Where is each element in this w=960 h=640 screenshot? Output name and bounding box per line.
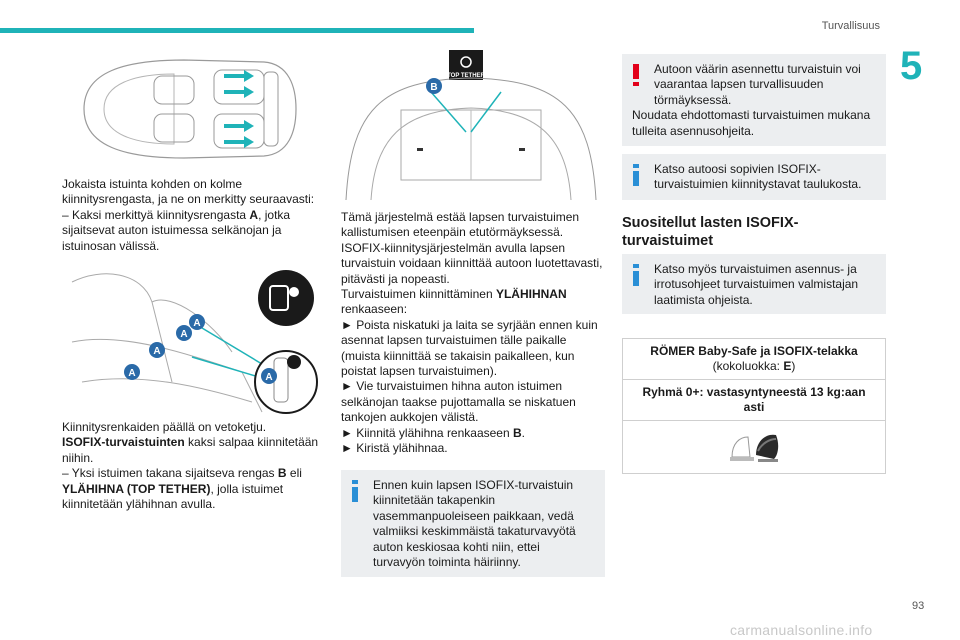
- table-image-cell: [623, 421, 885, 473]
- paragraph: Kiinnitysrenkaiden päällä on vetoketju.: [62, 420, 267, 434]
- child-seat-illustration: [730, 434, 779, 462]
- paragraph: ISOFIX-turvaistuinten kaksi salpaa kiinn…: [62, 435, 319, 465]
- top-tether-label: TOP TETHER: [447, 73, 485, 79]
- rear-seat-anchors-illustration: A A A A A: [71, 270, 318, 414]
- info-icon: [352, 480, 358, 502]
- paragraph: – Yksi istuimen takana sijaitseva rengas…: [62, 466, 302, 512]
- section-title: Turvallisuus: [821, 20, 880, 32]
- paragraph: Turvaistuimen kiinnittäminen YLÄHIHNAN r…: [341, 287, 567, 317]
- chapter-number: 5: [900, 44, 923, 88]
- trunk-top-tether-illustration: TOP TETHER B: [345, 50, 597, 201]
- label-b: B: [430, 82, 437, 93]
- info-icon: [633, 264, 639, 286]
- paragraph: Jokaista istuinta kohden on kolme kiinni…: [62, 177, 315, 207]
- column-2-text: Tämä järjestelmä estää lapsen turvaistui…: [341, 210, 605, 457]
- table-group-cell: Ryhmä 0+: vastasyntyneestä 13 kg:aan ast…: [623, 380, 885, 421]
- paragraph: Tämä järjestelmä estää lapsen turvaistui…: [341, 210, 580, 240]
- paragraph: ► Kiinnitä ylähihna renkaaseen B.: [341, 425, 525, 440]
- column-1-text-top: Jokaista istuinta kohden on kolme kiinni…: [62, 177, 324, 254]
- column-1-text-bottom: Kiinnitysrenkaiden päällä on vetoketju. …: [62, 420, 324, 512]
- car-top-view-illustration: [83, 59, 297, 159]
- label-a: A: [265, 372, 272, 383]
- header-accent-bar: [0, 28, 474, 33]
- paragraph: ► Vie turvaistuimen hihna auton istuimen…: [341, 379, 576, 425]
- paragraph: ► Poista niskatuki ja laita se syrjään e…: [341, 317, 598, 379]
- label-a: A: [153, 346, 160, 357]
- section-heading: Suositellut lasten ISOFIX-turvaistuimet: [622, 215, 799, 249]
- info-icon: [633, 164, 639, 186]
- paragraph: ISOFIX-kiinnitysjärjestelmän avulla laps…: [341, 240, 603, 286]
- info-box-isofix-left-seat: Ennen kuin lapsen ISOFIX-turvaistuin kii…: [341, 470, 605, 577]
- watermark: carmanualsonline.info: [730, 622, 873, 638]
- paragraph: – Kaksi merkittyä kiinnitysrengasta A, j…: [62, 207, 291, 253]
- warning-box: Autoon väärin asennettu turvaistuin voi …: [622, 54, 886, 146]
- info-box-table-reference: Katso autoosi sopivien ISOFIX-turvaistui…: [622, 154, 886, 200]
- page-number: 93: [912, 600, 925, 612]
- child-seat-table: RÖMER Baby-Safe ja ISOFIX-telakka (kokol…: [622, 338, 886, 474]
- label-a: A: [128, 368, 135, 379]
- info-box-installation: Katso myös turvaistuimen asennus- ja irr…: [622, 254, 886, 314]
- paragraph: ► Kiristä ylähihnaa.: [341, 441, 448, 456]
- table-header-cell: RÖMER Baby-Safe ja ISOFIX-telakka (kokol…: [623, 339, 885, 380]
- label-a: A: [193, 318, 200, 329]
- warning-icon: [633, 64, 639, 86]
- label-a: A: [180, 329, 187, 340]
